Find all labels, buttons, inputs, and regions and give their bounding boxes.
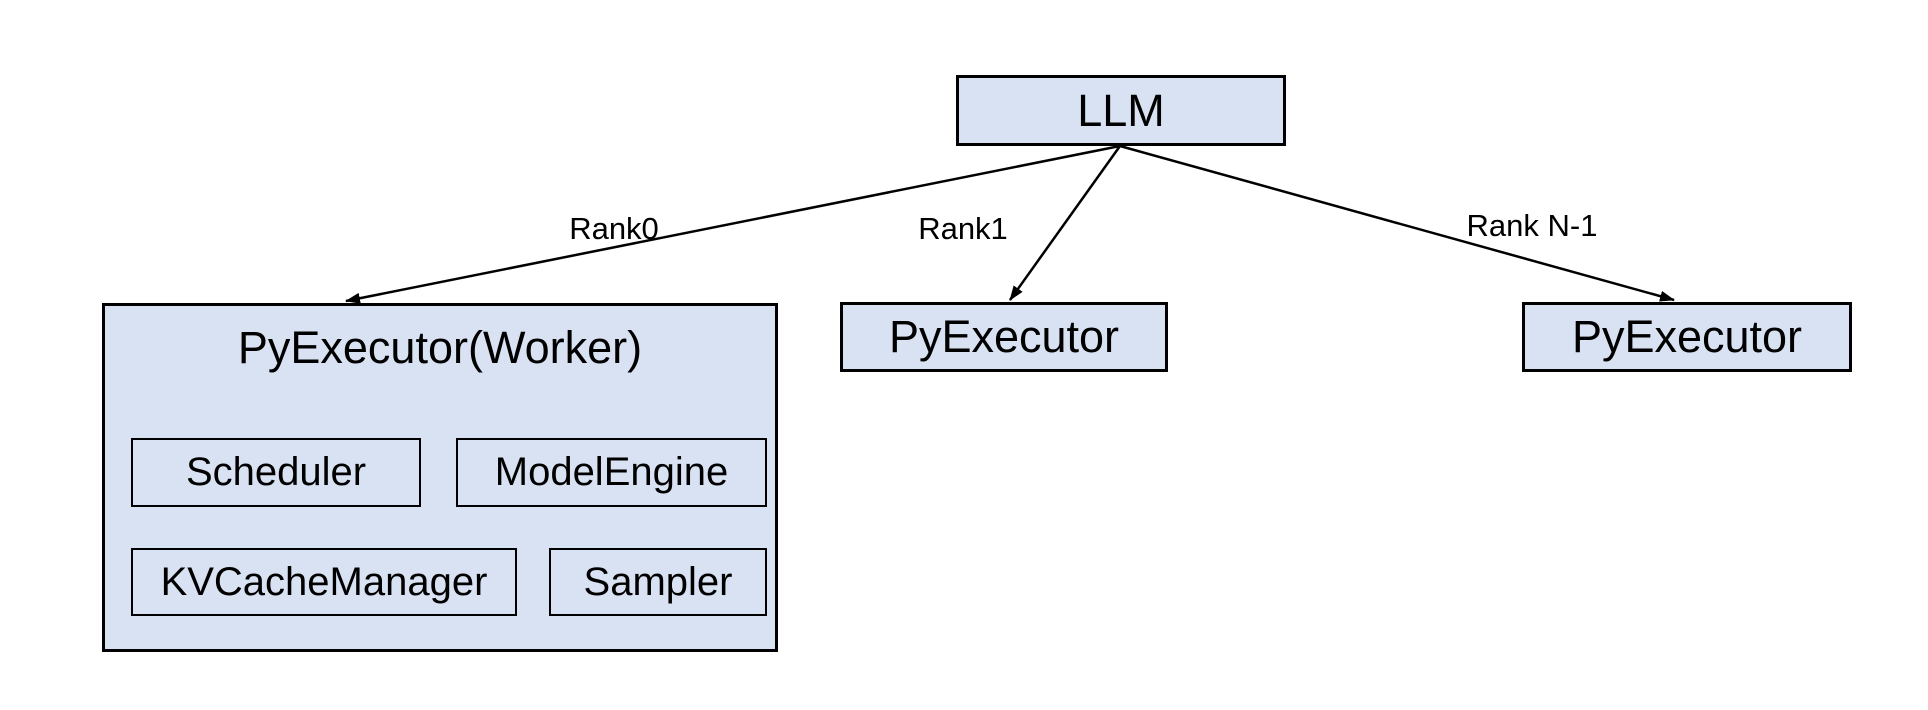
- llm-node: LLM: [956, 75, 1286, 146]
- component-scheduler-label: Scheduler: [185, 450, 367, 494]
- component-scheduler-node: Scheduler: [131, 438, 421, 507]
- arrow-rank1: [1008, 145, 1122, 301]
- worker-rank0-node: PyExecutor(Worker) Scheduler ModelEngine…: [102, 303, 778, 652]
- component-kvcachemanager-node: KVCacheManager: [131, 548, 517, 616]
- component-sampler-label: Sampler: [583, 559, 733, 604]
- component-kvcachemanager-label: KVCacheManager: [160, 559, 488, 604]
- pyexecutor-rank-n-1-node: PyExecutor: [1522, 302, 1852, 372]
- edge-label-rank1: Rank1: [918, 211, 1008, 246]
- component-modelengine-node: ModelEngine: [456, 438, 767, 507]
- edge-label-rank0: Rank0: [569, 211, 659, 246]
- edge-label-rank-n-1: Rank N-1: [1466, 208, 1598, 243]
- llm-node-label: LLM: [1077, 84, 1165, 136]
- pyexecutor-rank-n-1-label: PyExecutor: [1571, 311, 1803, 363]
- worker-rank0-title: PyExecutor(Worker): [237, 322, 643, 373]
- arrow-rank-n-1: [1119, 144, 1675, 302]
- pyexecutor-rank1-node: PyExecutor: [840, 302, 1168, 372]
- component-modelengine-label: ModelEngine: [494, 450, 729, 494]
- arrow-rank0: [345, 144, 1121, 304]
- component-sampler-node: Sampler: [549, 548, 767, 616]
- pyexecutor-rank1-label: PyExecutor: [888, 311, 1120, 363]
